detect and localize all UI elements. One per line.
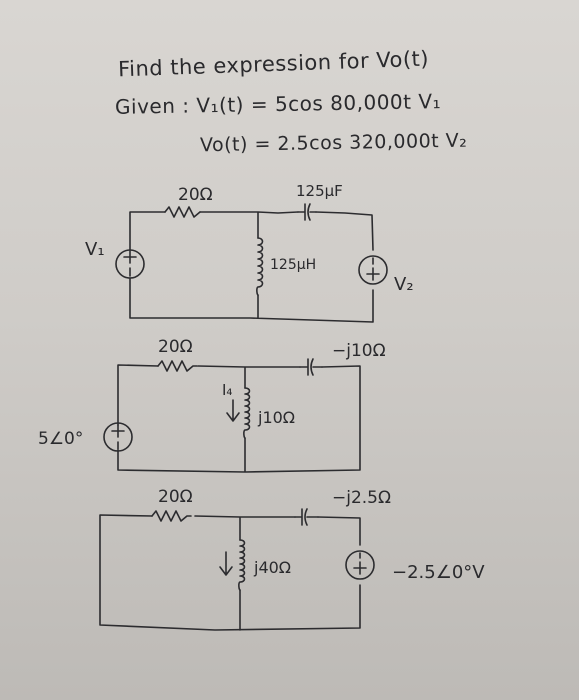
c1-v1-plus [123,250,137,264]
c1-capacitor-label: 125μF [296,182,343,200]
c2-wires [117,364,361,473]
c3-resistor-label: 20Ω [158,487,193,507]
c3-capacitor [294,508,319,526]
c2-src-plus [111,424,125,438]
c2-inductor [243,387,251,439]
c1-source-v2 [358,255,388,285]
c2-capacitor [299,358,323,376]
c2-inductor-label: j10Ω [257,408,295,427]
circuit-1 [115,203,388,323]
circuit-2 [103,358,361,473]
c3-source [345,550,375,580]
c1-inductor [256,237,264,296]
c2-current-arrow [226,399,240,422]
c2-resistor-label: 20Ω [158,337,193,357]
c3-src-plus [353,561,367,575]
c1-resistor [164,206,201,218]
c3-current-arrow [219,551,233,576]
c3-inductor-label: j40Ω [253,558,291,577]
c3-wires [99,514,361,631]
c3-capacitor-label: −j2.5Ω [332,488,391,508]
c2-source [103,422,133,452]
c3-inductor [238,539,246,591]
c1-resistor-label: 20Ω [178,185,213,205]
c1-v1-label: V₁ [85,239,105,260]
c3-source-label: −2.5∠0°V [392,562,485,583]
c1-wires [129,211,374,323]
c2-current-label: I₄ [222,381,232,399]
c1-capacitor [297,203,317,221]
c2-capacitor-label: −j10Ω [332,341,386,361]
c2-resistor [157,360,198,372]
c1-source-v1 [115,249,145,279]
c1-v2-plus [366,267,380,281]
circuit-3 [99,508,375,631]
c1-v2-label: V₂ [394,274,414,295]
c1-inductor-label: 125μH [270,257,316,273]
c3-resistor [151,510,192,522]
c2-source-label: 5∠0° [38,429,83,449]
